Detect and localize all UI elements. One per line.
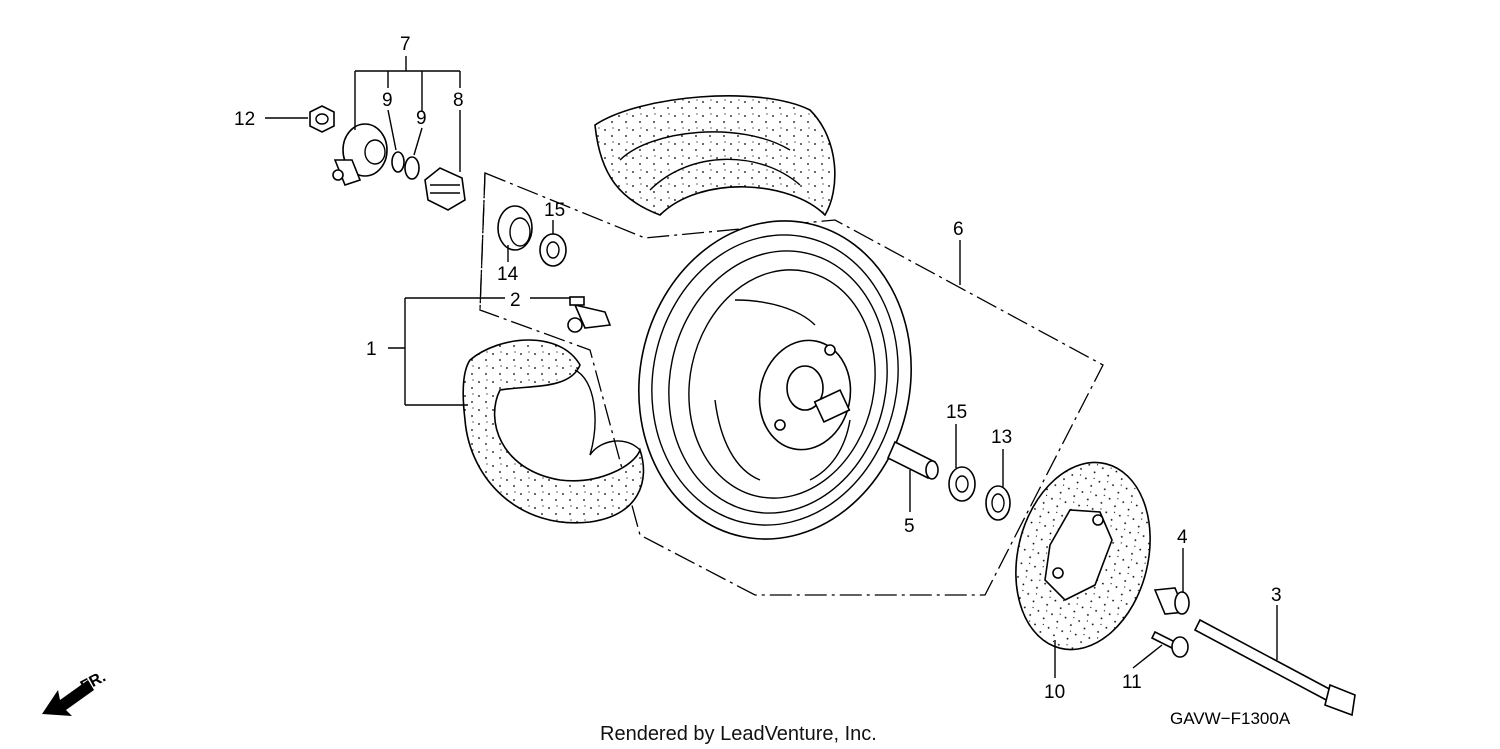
wheel-rim bbox=[638, 220, 912, 540]
callout-4: 4 bbox=[1177, 527, 1188, 548]
callout-10: 10 bbox=[1044, 682, 1065, 703]
callout-9-left: 9 bbox=[382, 90, 393, 111]
callout-3: 3 bbox=[1271, 585, 1282, 606]
tire bbox=[462, 339, 645, 524]
callout-labels: 7 9 9 8 12 15 14 2 1 6 15 13 5 4 3 10 11 bbox=[234, 34, 1282, 703]
callout-1: 1 bbox=[366, 339, 377, 360]
callout-6: 6 bbox=[953, 219, 964, 240]
valve-stem bbox=[567, 296, 612, 333]
side-collar bbox=[1153, 587, 1190, 615]
callout-14: 14 bbox=[497, 264, 519, 285]
callout-8: 8 bbox=[453, 90, 464, 111]
footer-credit: Rendered by LeadVenture, Inc. bbox=[600, 723, 877, 745]
gear-retainer bbox=[424, 167, 466, 211]
oil-seal bbox=[985, 485, 1011, 521]
callout-5: 5 bbox=[904, 516, 915, 537]
nut bbox=[309, 105, 335, 133]
callout-11: 11 bbox=[1122, 672, 1142, 693]
callout-9-right: 9 bbox=[416, 108, 427, 129]
washers bbox=[391, 151, 420, 180]
callout-13: 13 bbox=[991, 427, 1012, 448]
speedometer-gearbox bbox=[332, 123, 388, 186]
dust-seal bbox=[497, 205, 533, 251]
brake-disc bbox=[1015, 461, 1151, 651]
callout-7: 7 bbox=[400, 34, 411, 55]
assembly-frame-lines bbox=[479, 172, 1104, 596]
callout-15-lower: 15 bbox=[946, 402, 967, 423]
callout-12: 12 bbox=[234, 109, 255, 130]
tire-upper bbox=[594, 95, 836, 217]
disc-bolt bbox=[1150, 630, 1189, 658]
leader-lines bbox=[265, 56, 1278, 678]
distance-collar bbox=[886, 440, 939, 480]
callout-15-upper: 15 bbox=[544, 200, 565, 221]
callout-2: 2 bbox=[510, 290, 521, 311]
axle-bolt bbox=[1193, 618, 1356, 717]
front-direction-arrow-icon: FR. bbox=[42, 668, 109, 716]
bearing-lower bbox=[948, 466, 976, 502]
diagram-code: GAVW−F1300A bbox=[1170, 709, 1291, 728]
bearing-upper bbox=[539, 233, 567, 267]
